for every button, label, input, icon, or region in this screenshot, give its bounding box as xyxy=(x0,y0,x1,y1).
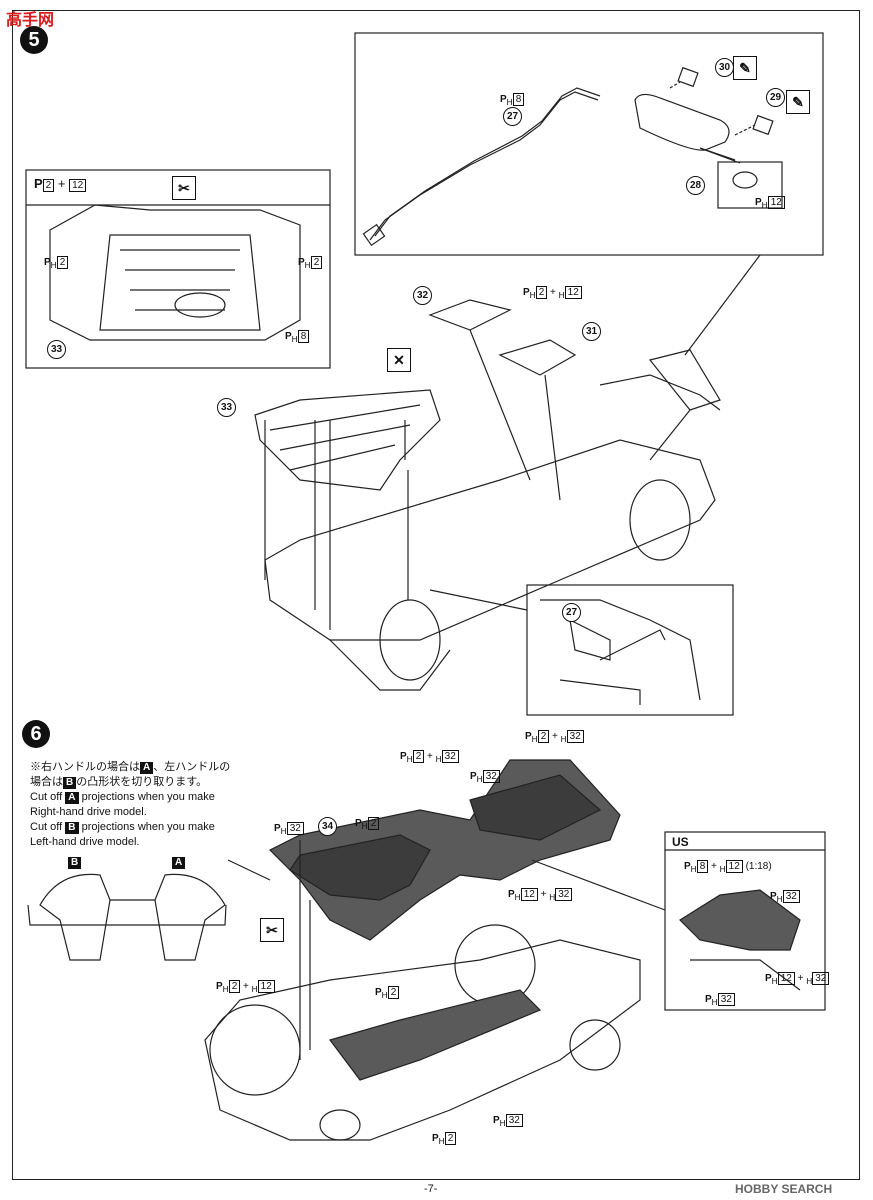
part-27: 27 xyxy=(503,107,522,126)
part-28: 28 xyxy=(686,176,705,195)
us-detail-box xyxy=(664,831,826,1011)
plate-31 xyxy=(498,339,577,376)
cut-icon: ✂ xyxy=(172,176,196,200)
part-27-detail: 27 xyxy=(562,603,581,622)
page-number: -7- xyxy=(424,1183,438,1195)
part-32: 32 xyxy=(413,286,432,305)
exhaust-pipe-27 xyxy=(369,91,599,241)
muffler-28 xyxy=(634,93,730,151)
letter-b-label: B xyxy=(68,852,82,870)
part-30: 30 xyxy=(715,58,734,77)
letter-a-label: A xyxy=(172,852,186,870)
part-29: 29 xyxy=(766,88,785,107)
page-border xyxy=(12,10,860,1180)
tip-30 xyxy=(677,66,699,88)
part-31: 31 xyxy=(582,322,601,341)
step-5-badge: 5 xyxy=(20,26,48,54)
plate-32 xyxy=(428,299,512,331)
part-33: 33 xyxy=(217,398,236,417)
watermark-top: 高手网 xyxy=(6,12,55,29)
no-glue-icon: ✕ xyxy=(387,348,411,372)
frame-detail-box xyxy=(25,169,331,369)
step-6-badge: 6 xyxy=(22,720,50,748)
cement-icon-2: ✎ xyxy=(786,90,810,114)
part-34: 34 xyxy=(318,817,337,836)
frame-33 xyxy=(254,389,441,491)
us-label: US xyxy=(672,835,689,849)
part-33-detail: 33 xyxy=(47,340,66,359)
exhaust-detail-box xyxy=(354,32,824,256)
watermark-bottom: HOBBY SEARCH xyxy=(735,1182,833,1196)
cut-icon-2: ✂ xyxy=(260,918,284,942)
tip-29 xyxy=(752,114,774,136)
cement-icon: ✎ xyxy=(733,56,757,80)
detail-27-box xyxy=(526,584,734,716)
